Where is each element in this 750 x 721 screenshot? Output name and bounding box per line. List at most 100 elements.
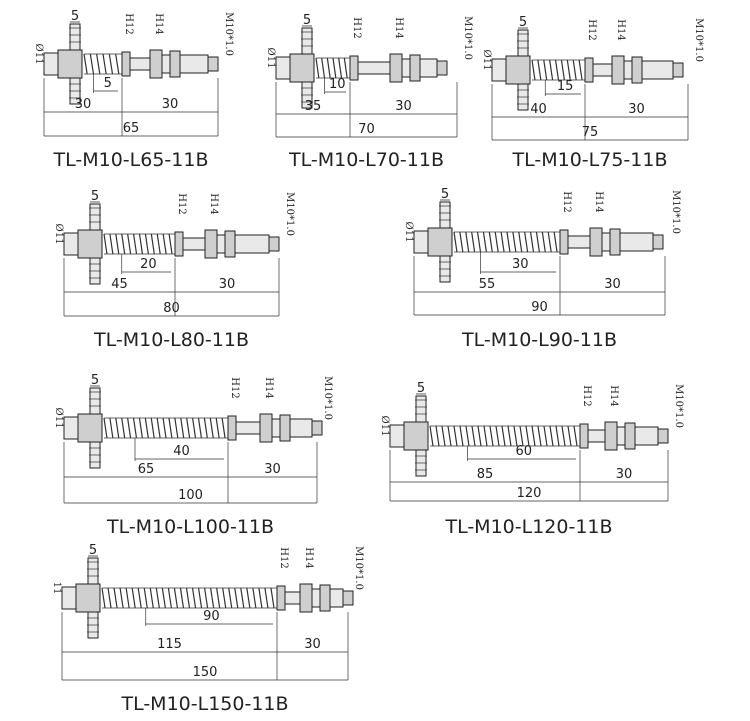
left-cap: [61, 586, 77, 610]
lock-nut: [631, 56, 643, 84]
model-title: TL-M10-L90-11B: [461, 329, 617, 351]
h12-label: H12: [229, 377, 240, 398]
overall-length-dimension: 70: [358, 122, 375, 137]
lock-nut: [279, 414, 291, 442]
hex-block: [427, 227, 453, 257]
model-title: TL-M10-L80-11B: [93, 329, 249, 351]
left-cap: [491, 58, 507, 82]
shaft: [587, 429, 606, 443]
thread-length-dimension: 30: [604, 277, 621, 292]
spring: [101, 587, 281, 609]
thread-size-label: M10*1.0: [673, 384, 684, 428]
spring-length-dimension: 85: [477, 467, 494, 482]
stroke-dimension: 20: [140, 257, 157, 272]
shaft: [182, 237, 206, 251]
washer-h12: [121, 51, 131, 77]
nut-h14: [149, 49, 163, 79]
model-title: TL-M10-L75-11B: [512, 149, 668, 171]
fitting-size-label: 5: [71, 9, 79, 24]
left-cap: [413, 230, 429, 254]
overall-length-dimension: 80: [163, 301, 180, 316]
spring: [453, 231, 564, 253]
model-title: TL-M10-L65-11B: [53, 149, 209, 171]
spring: [315, 57, 354, 79]
fitting-size-label: 5: [417, 381, 425, 396]
h12-label: H12: [351, 17, 362, 38]
diameter-label: Ø11: [265, 48, 276, 69]
model-title: TL-M10-L70-11B: [288, 149, 444, 171]
hex-block: [505, 55, 531, 85]
hex-block: [77, 413, 103, 443]
washer-h12: [559, 229, 569, 255]
spring: [531, 59, 589, 81]
fitting-size-label: 5: [89, 543, 97, 558]
stroke-dimension: 60: [515, 444, 532, 459]
fitting-top: [301, 27, 313, 55]
fitting-size-label: 5: [91, 189, 99, 204]
tip: [207, 56, 219, 72]
shaft: [567, 235, 591, 249]
thread-size-label: M10*1.0: [462, 16, 473, 60]
washer-h12: [174, 231, 184, 257]
thread-size-label: M10*1.0: [693, 18, 704, 62]
tip: [342, 590, 354, 606]
fitting-top: [69, 23, 81, 51]
shaft: [235, 421, 261, 435]
h14-label: H14: [303, 547, 314, 568]
lock-nut: [609, 228, 621, 256]
spring: [83, 53, 126, 75]
tip: [672, 62, 684, 78]
h12-label: H12: [123, 13, 134, 34]
h14-label: H14: [615, 19, 626, 40]
thread-size-label: M10*1.0: [223, 12, 234, 56]
thread-length-dimension: 30: [264, 462, 281, 477]
spring-length-dimension: 35: [305, 99, 322, 114]
thread-size-label: M10*1.0: [322, 376, 333, 420]
fitting-top: [439, 201, 451, 229]
nut-h14: [611, 55, 625, 85]
nut-h14: [604, 421, 618, 451]
spring-length-dimension: 45: [111, 277, 128, 292]
overall-length-dimension: 100: [178, 488, 203, 503]
shaft: [129, 57, 151, 71]
diameter-label: Ø11: [403, 222, 414, 243]
stroke-dimension: 10: [329, 77, 346, 92]
h12-label: H12: [278, 547, 289, 568]
nut-h14: [389, 53, 403, 83]
tip: [436, 60, 448, 76]
left-cap: [63, 232, 79, 256]
lock-nut: [169, 50, 181, 78]
h14-label: H14: [608, 385, 619, 406]
h14-label: H14: [208, 193, 219, 214]
stroke-dimension: 5: [104, 76, 112, 91]
thread-size-label: M10*1.0: [353, 546, 364, 590]
spring: [429, 425, 584, 447]
stroke-dimension: 15: [557, 79, 574, 94]
h14-label: H14: [593, 191, 604, 212]
washer-h12: [349, 55, 359, 81]
left-cap: [63, 416, 79, 440]
thread-length-dimension: 30: [395, 99, 412, 114]
fitting-top: [89, 387, 101, 415]
thread-length-dimension: 30: [219, 277, 236, 292]
diameter-label: 11: [51, 582, 62, 595]
shaft: [284, 591, 301, 605]
tip: [652, 234, 664, 250]
fitting-size-label: 5: [519, 15, 527, 30]
threaded-tube: [616, 426, 659, 446]
fitting-top: [87, 557, 99, 585]
model-title: TL-M10-L100-11B: [106, 516, 274, 538]
h12-label: H12: [586, 19, 597, 40]
thread-size-label: M10*1.0: [670, 190, 681, 234]
diameter-label: Ø11: [53, 408, 64, 429]
fitting-size-label: 5: [91, 373, 99, 388]
fitting-size-label: 5: [441, 187, 449, 202]
hex-block: [77, 229, 103, 259]
spring: [103, 233, 179, 255]
